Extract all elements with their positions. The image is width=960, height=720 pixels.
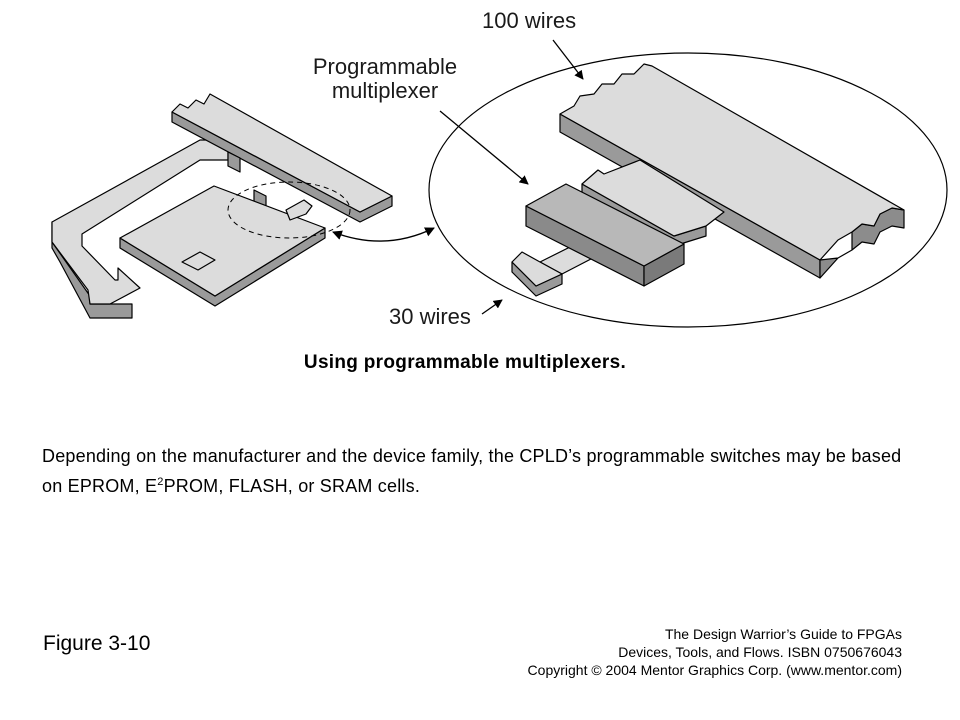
credits-line-copyright: Copyright © 2004 Mentor Graphics Corp. (…	[527, 662, 902, 678]
figure-number: Figure 3-10	[43, 632, 151, 655]
pointer-100-wires	[552, 39, 584, 80]
body-text-part-1: Depending on the manufacturer and the de…	[42, 446, 902, 496]
body-text-part-2: PROM, FLASH, or SRAM cells.	[163, 476, 421, 496]
left-bus-side	[51, 221, 133, 319]
left-block-top	[119, 185, 326, 297]
output-arrow-top	[511, 251, 563, 287]
credits-line-book: The Design Warrior’s Guide to FPGAs	[664, 626, 902, 642]
pointer-30-wires	[481, 299, 503, 315]
left-block-lead	[181, 251, 216, 271]
credits-block: The Design Warrior’s Guide to FPGAs Devi…	[528, 625, 902, 679]
drop-bus-top	[581, 159, 725, 237]
left-assembly	[51, 93, 393, 319]
pointer-mux	[439, 110, 529, 185]
zoom-ellipse	[428, 52, 948, 328]
body-paragraph: Depending on the manufacturer and the de…	[42, 443, 922, 499]
label-100-wires: 100 wires	[482, 8, 577, 33]
zoom-assembly	[511, 63, 905, 297]
multiplexer-diagram	[51, 39, 948, 328]
label-30-wires: 30 wires	[389, 304, 471, 329]
mux-top	[525, 183, 685, 267]
label-programmable-multiplexer: Programmable multiplexer	[312, 54, 458, 103]
left-top-ribbon-top	[171, 93, 393, 213]
body-superscript: 2	[157, 476, 164, 488]
credits-line-isbn: Devices, Tools, and Flows. ISBN 07506760…	[618, 644, 902, 660]
wide-bus-top	[559, 63, 905, 261]
connector-arrow	[332, 227, 435, 242]
figure-caption: Using programmable multiplexers.	[303, 352, 627, 373]
focus-ellipse	[227, 181, 351, 239]
left-prong-1	[227, 151, 241, 173]
left-small-arrow	[285, 199, 313, 221]
